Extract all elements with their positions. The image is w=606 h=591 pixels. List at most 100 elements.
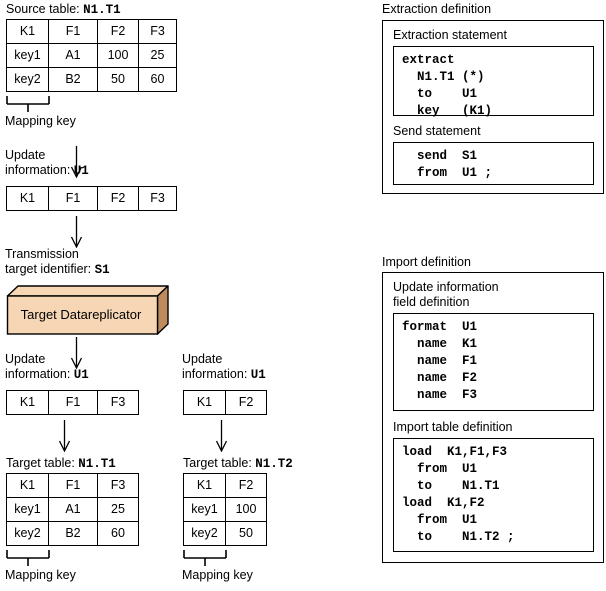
source-table: K1 F1 F2 F3 key1 A1 100 25 key2 B2 50 60 — [6, 19, 177, 92]
cell: F3 — [97, 390, 139, 415]
cell: F1 — [48, 390, 98, 415]
field-definition-codebox: format U1 name K1 name F1 name F2 name F… — [393, 313, 594, 411]
mapping-key-bracket — [6, 549, 50, 567]
flow-arrow-down-icon — [58, 420, 71, 452]
update-information-label-1: Update information: U1 — [5, 148, 89, 179]
extraction-definition-title: Extraction definition — [382, 2, 492, 16]
cell: K1 — [6, 390, 49, 415]
cell: 60 — [97, 521, 139, 546]
mapping-key-label: Mapping key — [182, 568, 253, 582]
table-row: K1 F2 — [183, 390, 267, 415]
cell: 100 — [225, 497, 267, 522]
transmission-target-id: S1 — [94, 263, 110, 277]
cell: key1 — [183, 497, 226, 522]
extraction-statement-code: extract N1.T1 (*) to U1 key (K1) — [402, 53, 493, 118]
field-definition-code: format U1 name K1 name F1 name F2 name F… — [402, 320, 478, 402]
cell: 60 — [138, 67, 177, 92]
field-definition-heading: Update information field definition — [393, 280, 499, 310]
flow-arrow-down-icon — [70, 337, 83, 369]
target-table-label-1: Target table: N1.T1 — [6, 456, 116, 472]
target-datareplicator-box: Target Datareplicator — [6, 284, 170, 336]
extraction-statement-heading: Extraction statement — [393, 28, 507, 42]
update-information-label-3: Update information: U1 — [182, 352, 266, 383]
source-table-name: N1.T1 — [83, 3, 121, 17]
cell: 100 — [97, 43, 139, 68]
update-information-label-2: Update information: U1 — [5, 352, 89, 383]
cell: 50 — [225, 521, 267, 546]
field-definition-heading-line1: Update information — [393, 280, 499, 294]
import-table-definition-codebox: load K1,F1,F3 from U1 to N1.T1 load K1,F… — [393, 438, 594, 552]
target-table-label-prefix: Target table: — [183, 456, 256, 470]
cell: K1 — [183, 473, 226, 498]
source-table-label-prefix: Source table: — [6, 2, 84, 16]
source-table-label: Source table: N1.T1 — [6, 2, 121, 18]
target-table-label-2: Target table: N1.T2 — [183, 456, 293, 472]
cell: A1 — [48, 43, 98, 68]
import-definition-title: Import definition — [382, 255, 471, 269]
cell: F1 — [48, 473, 98, 498]
cell: F1 — [48, 19, 98, 44]
cell: 25 — [97, 497, 139, 522]
target-table-name: N1.T2 — [255, 457, 293, 471]
import-table-definition-heading: Import table definition — [393, 420, 513, 434]
target-table-2: K1 F2 key1 100 key2 50 — [183, 473, 267, 546]
cell: K1 — [6, 19, 49, 44]
table-row: key2 B2 60 — [6, 521, 139, 546]
table-row: key1 A1 25 — [6, 497, 139, 522]
cell: K1 — [6, 186, 49, 211]
table-row: key2 B2 50 60 — [6, 67, 177, 92]
update-information-line2-prefix: information: — [182, 367, 251, 381]
update-information-line2-prefix: information: — [5, 163, 74, 177]
cell: key2 — [6, 67, 49, 92]
cell: F1 — [48, 186, 98, 211]
table-row: K1 F1 F3 — [6, 390, 139, 415]
table-row: K1 F1 F2 F3 — [6, 19, 177, 44]
table-row: key1 A1 100 25 — [6, 43, 177, 68]
cell: key2 — [6, 521, 49, 546]
mapping-key-label: Mapping key — [5, 114, 76, 128]
update-information-table-2: K1 F1 F3 — [6, 390, 139, 415]
flow-arrow-down-icon — [70, 216, 83, 248]
cell: F3 — [138, 19, 177, 44]
mapping-key-label: Mapping key — [5, 568, 76, 582]
cell: A1 — [48, 497, 98, 522]
cell: B2 — [48, 521, 98, 546]
transmission-target-label: Transmission target identifier: S1 — [5, 247, 110, 278]
extraction-statement-codebox: extract N1.T1 (*) to U1 key (K1) — [393, 46, 594, 118]
mapping-key-bracket — [183, 549, 227, 567]
cell: 50 — [97, 67, 139, 92]
import-table-definition-code: load K1,F1,F3 from U1 to N1.T1 load K1,F… — [402, 445, 515, 544]
send-statement-codebox: send S1 from U1 ; — [393, 142, 594, 185]
flow-arrow-down-icon — [70, 146, 83, 178]
cell: key1 — [6, 497, 49, 522]
update-information-line1: Update — [5, 148, 46, 162]
transmission-line2-prefix: target identifier: — [5, 262, 95, 276]
target-table-1: K1 F1 F3 key1 A1 25 key2 B2 60 — [6, 473, 139, 546]
update-information-line2-prefix: information: — [5, 367, 74, 381]
cell: F3 — [97, 473, 139, 498]
table-row: K1 F2 — [183, 473, 267, 498]
update-information-value: U1 — [250, 368, 266, 382]
update-information-line1: Update — [182, 352, 223, 366]
mapping-key-bracket — [6, 95, 50, 113]
cell: F3 — [138, 186, 177, 211]
table-row: key2 50 — [183, 521, 267, 546]
cell: K1 — [6, 473, 49, 498]
table-row: K1 F1 F2 F3 — [6, 186, 177, 211]
cell: F2 — [225, 390, 267, 415]
target-table-label-prefix: Target table: — [6, 456, 79, 470]
cell: F2 — [225, 473, 267, 498]
send-statement-heading: Send statement — [393, 124, 481, 138]
target-table-name: N1.T1 — [78, 457, 116, 471]
table-row: K1 F1 F3 — [6, 473, 139, 498]
cell: K1 — [183, 390, 226, 415]
update-information-value: U1 — [73, 164, 89, 178]
cell: key1 — [6, 43, 49, 68]
table-row: key1 100 — [183, 497, 267, 522]
cell: key2 — [183, 521, 226, 546]
cell: 25 — [138, 43, 177, 68]
update-information-value: U1 — [73, 368, 89, 382]
update-information-table-3: K1 F2 — [183, 390, 267, 415]
cell: B2 — [48, 67, 98, 92]
field-definition-heading-line2: field definition — [393, 295, 470, 309]
